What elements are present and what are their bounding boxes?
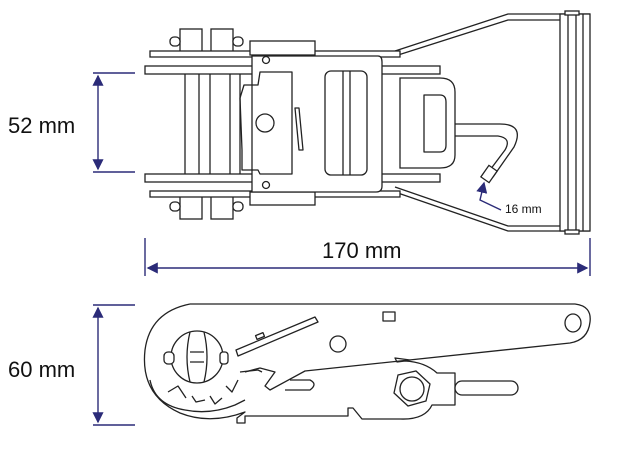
- hook-tip: [479, 164, 499, 184]
- frame-top-view: [394, 13, 590, 232]
- lever-outline: [143, 303, 591, 424]
- top-view: [144, 10, 591, 235]
- hook-label: 16 mm: [505, 202, 542, 216]
- length-label: 170 mm: [322, 238, 401, 263]
- release-handle: [454, 380, 519, 396]
- hook-dimension-arrow: [476, 181, 502, 211]
- length-dimension: [144, 238, 591, 276]
- pawl: [235, 316, 319, 357]
- height-dimension: [92, 304, 135, 426]
- width-label: 52 mm: [8, 113, 75, 138]
- hook-rod: [455, 123, 518, 178]
- width-dimension: [92, 72, 135, 173]
- spool-side: [170, 330, 224, 384]
- ratchet-plate: [251, 55, 383, 193]
- height-label: 60 mm: [8, 357, 75, 382]
- spool-bolts: [169, 28, 244, 220]
- side-view: [143, 303, 591, 424]
- end-bar: [559, 13, 591, 232]
